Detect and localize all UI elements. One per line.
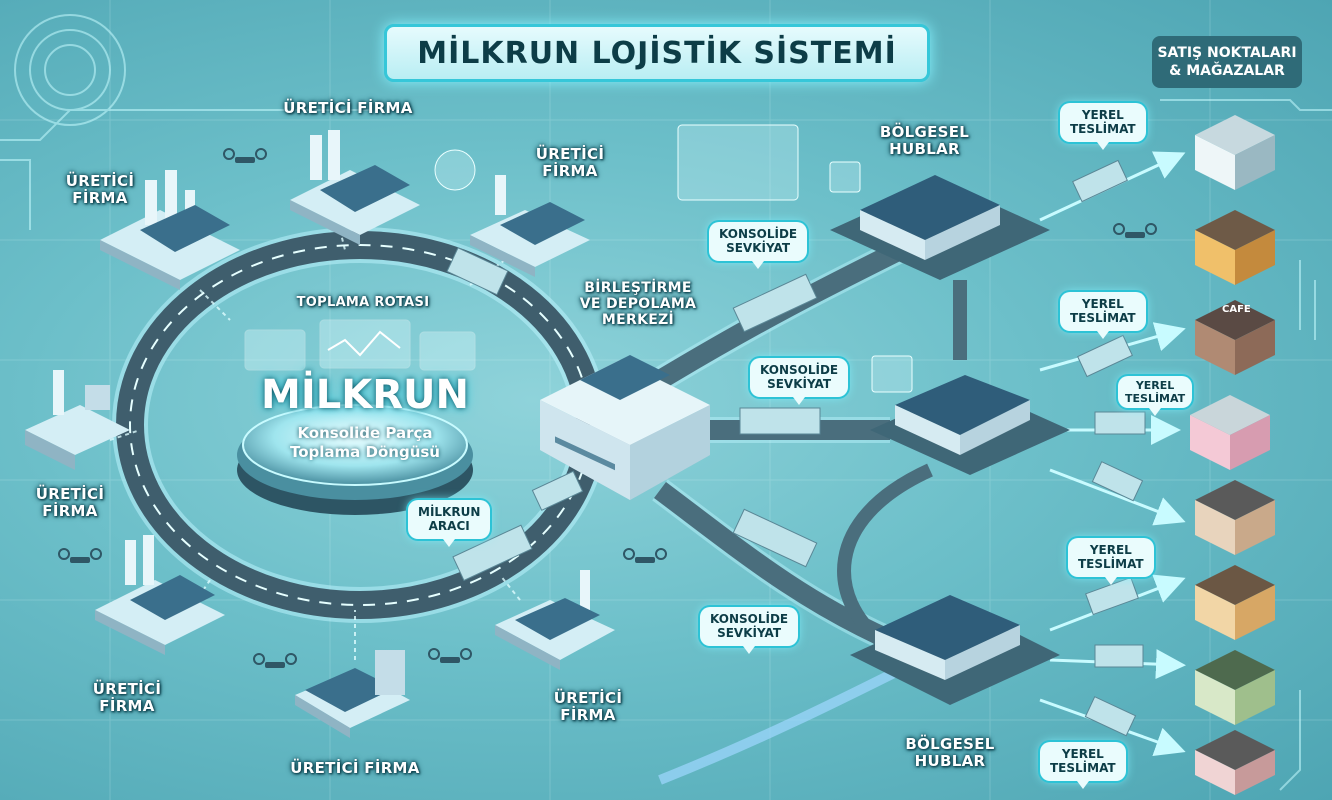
delivery-bubble-1: YEREL TESLİMAT [1060, 103, 1146, 150]
producer-label-top-left: ÜRETİCİ FİRMA [55, 172, 145, 208]
shipment-line1: KONSOLİDE [760, 363, 839, 377]
store-icons [1190, 115, 1275, 795]
milkrun-vehicle-label: MİLKRUN ARACI [408, 500, 491, 547]
milkrun-subtitle-line2: Toplama Döngüsü [290, 442, 440, 461]
producer-label-top-right: ÜRETİCİ FİRMA [525, 145, 615, 181]
delivery-line1: YEREL [1061, 747, 1104, 761]
stores-header-line2: & MAĞAZALAR [1169, 63, 1285, 79]
delivery-line2: TESLİMAT [1078, 557, 1144, 572]
vehicle-label-line2: ARACI [428, 519, 470, 534]
shipment-line1: KONSOLİDE [719, 227, 798, 241]
producer-label-line2: FİRMA [72, 189, 128, 208]
hub-label-line2: HUBLAR [914, 752, 986, 771]
producer-label-line1: ÜRETİCİ [65, 172, 135, 190]
delivery-line1: YEREL [1135, 379, 1175, 392]
hub-label-line1: BÖLGESEL [905, 735, 995, 753]
store-sign: CAFE [1222, 304, 1251, 315]
circuit-lines [0, 14, 1332, 791]
producer-label-line1: ÜRETİCİ [35, 485, 105, 503]
producer-label-line1: ÜRETİCİ [92, 680, 162, 698]
hub-warehouses [830, 175, 1070, 705]
consolidation-center-building [540, 355, 710, 500]
drone-icons [58, 148, 1157, 668]
producer-label-bottom-left: ÜRETİCİ FİRMA [82, 680, 172, 716]
delivery-bubble-3: YEREL TESLİMAT [1118, 376, 1193, 417]
consolidation-center-label: BİRLEŞTİRME VE DEPOLAMA MERKEZİ [578, 280, 698, 328]
producer-label-bottom: ÜRETİCİ FİRMA [285, 759, 425, 777]
producer-label-left: ÜRETİCİ FİRMA [25, 485, 115, 521]
vehicles [446, 159, 1146, 737]
delivery-line1: YEREL [1081, 297, 1124, 311]
producer-label-line1: ÜRETİCİ [553, 689, 623, 707]
delivery-line2: TESLİMAT [1070, 311, 1136, 326]
delivery-line1: YEREL [1081, 108, 1124, 122]
shipment-bubble-3: KONSOLİDE SEVKİYAT [700, 607, 799, 654]
milkrun-subtitle-line1: Konsolide Parça [297, 424, 433, 442]
consolidation-line1: BİRLEŞTİRME [584, 280, 692, 296]
shipment-bubble-1: KONSOLİDE SEVKİYAT [709, 222, 808, 269]
factory-icons [25, 130, 615, 738]
page-title: MİLKRUN LOJİSTİK SİSTEMİ [417, 35, 897, 71]
consolidation-line3: MERKEZİ [601, 312, 675, 329]
hub-label-line1: BÖLGESEL HUBLAR [879, 123, 970, 159]
producer-label-line1: ÜRETİCİ FİRMA [290, 759, 420, 777]
consolidation-line2: VE DEPOLAMA [579, 296, 697, 313]
delivery-bubble-4: YEREL TESLİMAT [1068, 538, 1154, 585]
producer-label-line2: FİRMA [542, 162, 598, 181]
milkrun-subtitle: Konsolide Parça Toplama Döngüsü [260, 424, 470, 462]
delivery-bubble-2: YEREL TESLİMAT [1060, 292, 1146, 339]
producer-label-bottom-right: ÜRETİCİ FİRMA [543, 689, 633, 725]
stores-header: SATIŞ NOKTALARI & MAĞAZALAR [1152, 36, 1302, 88]
title-banner: MİLKRUN LOJİSTİK SİSTEMİ [384, 24, 930, 82]
shipment-line2: SEVKİYAT [767, 377, 832, 392]
milkrun-podium [237, 319, 476, 515]
delivery-line2: TESLİMAT [1070, 122, 1136, 137]
delivery-line2: TESLİMAT [1125, 392, 1186, 406]
shipment-line2: SEVKİYAT [717, 626, 782, 641]
producer-label-top: ÜRETİCİ FİRMA [278, 99, 418, 117]
hub-label-bottom: BÖLGESEL HUBLAR [895, 735, 1005, 771]
delivery-line2: TESLİMAT [1050, 761, 1116, 776]
shipment-line1: KONSOLİDE [710, 612, 789, 626]
shipment-bubble-2: KONSOLİDE SEVKİYAT [750, 358, 849, 405]
milkrun-title: MİLKRUN [261, 372, 469, 418]
producer-label-line1: ÜRETİCİ FİRMA [283, 99, 413, 117]
producer-label-line2: FİRMA [42, 502, 98, 521]
stores-header-line1: SATIŞ NOKTALARI [1157, 44, 1297, 61]
route-label: TOPLAMA ROTASI [296, 295, 430, 310]
highways [652, 238, 967, 785]
hologram-panels [434, 124, 913, 393]
delivery-bubble-5: YEREL TESLİMAT [1040, 742, 1126, 789]
hub-label-top: BÖLGESEL HUBLAR [852, 123, 997, 159]
producer-label-line2: FİRMA [560, 706, 616, 725]
vehicle-label-line1: MİLKRUN [418, 505, 481, 519]
shipment-line2: SEVKİYAT [726, 241, 791, 256]
producer-label-line1: ÜRETİCİ [535, 145, 605, 163]
delivery-line1: YEREL [1089, 543, 1132, 557]
producer-label-line2: FİRMA [99, 697, 155, 716]
